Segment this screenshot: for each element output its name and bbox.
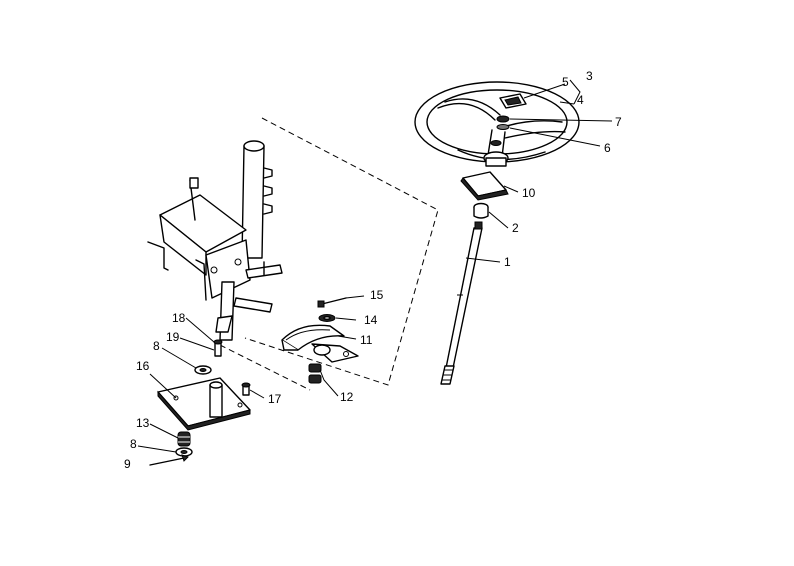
spring-13: [177, 431, 191, 447]
callout-4: 4: [577, 93, 584, 107]
callout-labels: 1 2 3 4 5 6 7 8 8 9 10 11 12 13 14 15 16…: [124, 69, 622, 471]
wheel-spoke-left: [437, 102, 496, 121]
bolt-15: [317, 297, 347, 308]
callout-2: 2: [512, 221, 519, 235]
washer-8-lower: [175, 447, 193, 457]
sector-gear: [281, 324, 359, 363]
lower-plate-edge: [157, 390, 251, 431]
callout-7: 7: [615, 115, 622, 129]
wheel-center-bolt: [490, 140, 502, 146]
callout-6: 6: [604, 141, 611, 155]
lower-bracket: [205, 239, 251, 299]
steering-shaft: [440, 221, 483, 385]
callout-5: 5: [562, 75, 569, 89]
wheel-nut: [496, 115, 510, 123]
sector-gear-arc: [281, 324, 345, 351]
wheel-rim-outer: [414, 81, 580, 163]
column-frame: [147, 140, 283, 341]
callout-12: 12: [340, 390, 354, 404]
callout-17: 17: [268, 392, 282, 406]
washer-14: [318, 314, 336, 322]
dash-frame-line: [244, 117, 439, 386]
bolt-19: [213, 339, 223, 357]
assembly-dash-lines: [219, 117, 439, 391]
mount-plate-side: [159, 214, 207, 276]
dash-bracket-line: [219, 344, 311, 391]
side-arm-lower: [233, 297, 273, 313]
bushing-body: [473, 207, 489, 219]
callout-15: 15: [370, 288, 384, 302]
bolt-17: [241, 382, 251, 396]
shaft-body: [445, 227, 483, 369]
callout-19: 19: [166, 330, 180, 344]
wheel-spoke-left-edge: [444, 98, 501, 116]
lower-post: [209, 384, 223, 418]
callout-9: 9: [124, 457, 131, 471]
wheel-hub-collar: [485, 157, 507, 167]
callout-3: 3: [586, 69, 593, 83]
plate-edge: [460, 177, 509, 201]
callout-13: 13: [136, 416, 150, 430]
shaft-top-spline: [474, 221, 483, 230]
bushing: [473, 202, 489, 219]
callout-14: 14: [364, 313, 378, 327]
callout-1: 1: [504, 255, 511, 269]
column-tube-top: [243, 140, 265, 152]
wheel-spoke-right-edge: [504, 130, 566, 139]
callout-18: 18: [172, 311, 186, 325]
callout-8-lower: 8: [130, 437, 137, 451]
nuts-12: [308, 363, 322, 384]
callout-16: 16: [136, 359, 150, 373]
wheel-cap-insert: [504, 96, 522, 106]
wheel-spoke-lower: [487, 129, 493, 156]
steering-wheel: [414, 81, 580, 167]
column-plate: [460, 171, 509, 201]
lower-plate-top: [157, 377, 251, 427]
lower-plate: [157, 377, 251, 431]
callout-10: 10: [522, 186, 536, 200]
washer-8-upper: [194, 365, 212, 375]
callout-11: 11: [360, 333, 373, 347]
wheel-washer: [496, 124, 510, 130]
leader-lines: [137, 79, 613, 453]
pin-9: [149, 454, 189, 466]
callout-8-upper: 8: [153, 339, 160, 353]
